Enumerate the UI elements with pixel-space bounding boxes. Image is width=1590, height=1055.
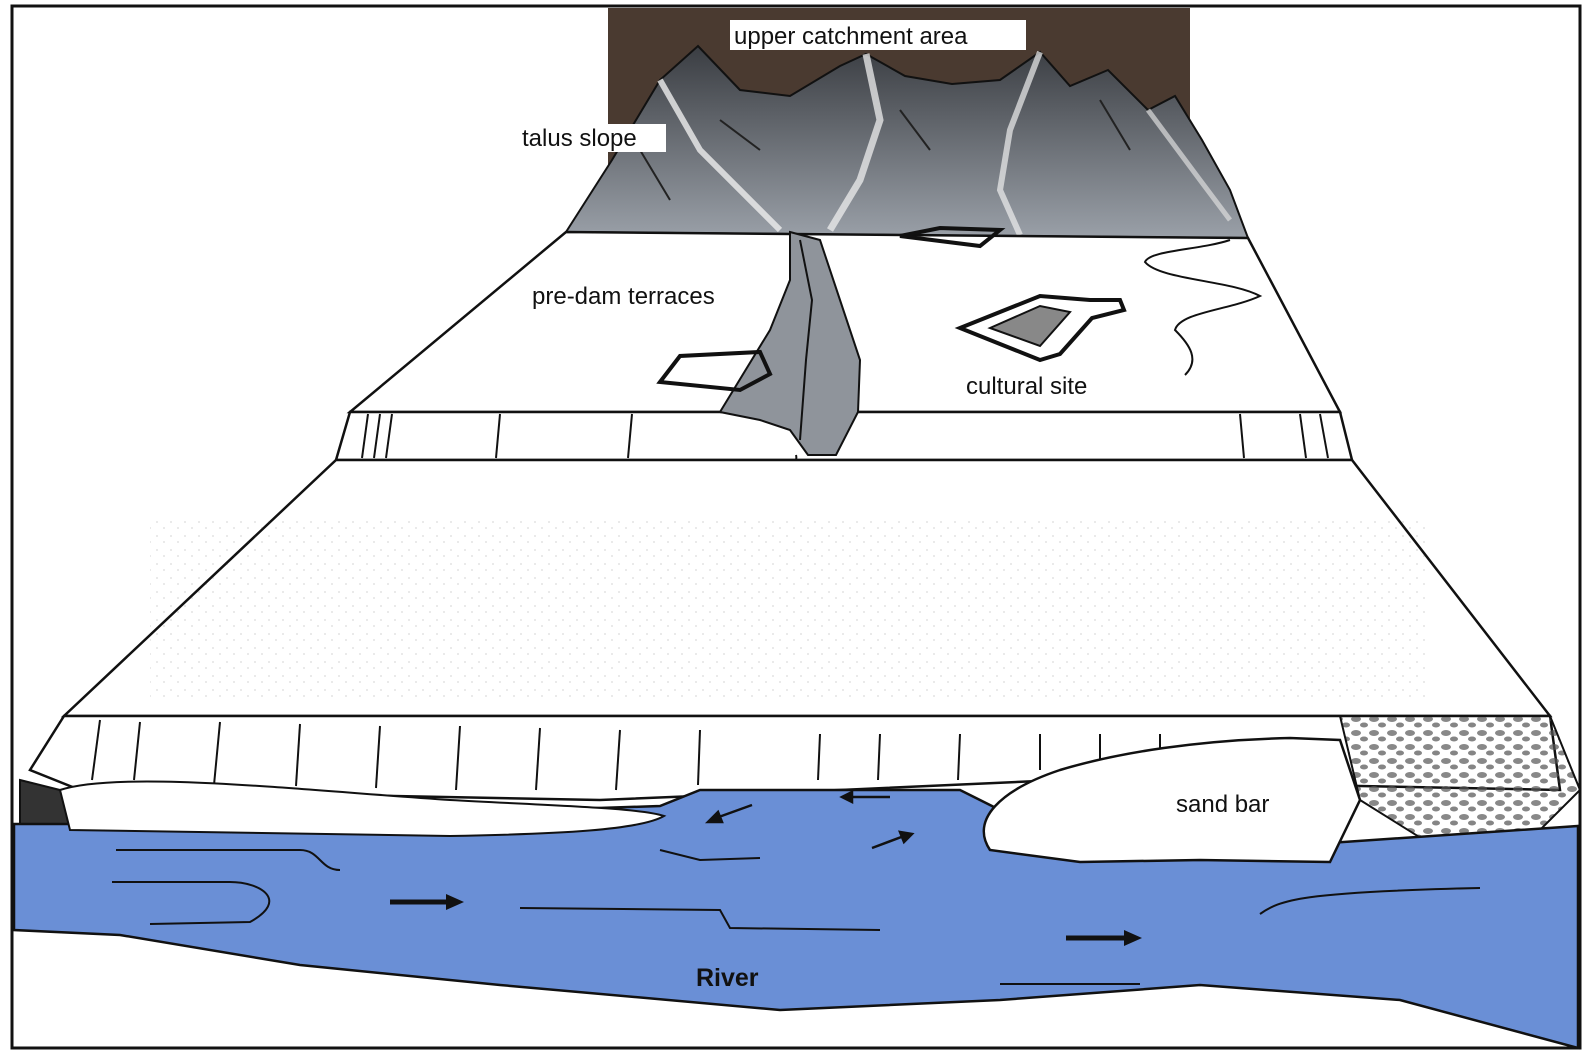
label-sand-bar: sand bar <box>1176 791 1269 818</box>
label-talus-slope: talus slope <box>520 124 666 152</box>
label-upper-catchment: upper catchment area <box>730 20 1026 50</box>
label-cultural-site: cultural site <box>966 373 1087 400</box>
svg-text:upper catchment area: upper catchment area <box>734 23 968 50</box>
label-river: River <box>696 964 759 992</box>
svg-text:talus slope: talus slope <box>522 125 637 152</box>
label-pre-dam-terraces: pre-dam terraces <box>532 283 715 310</box>
